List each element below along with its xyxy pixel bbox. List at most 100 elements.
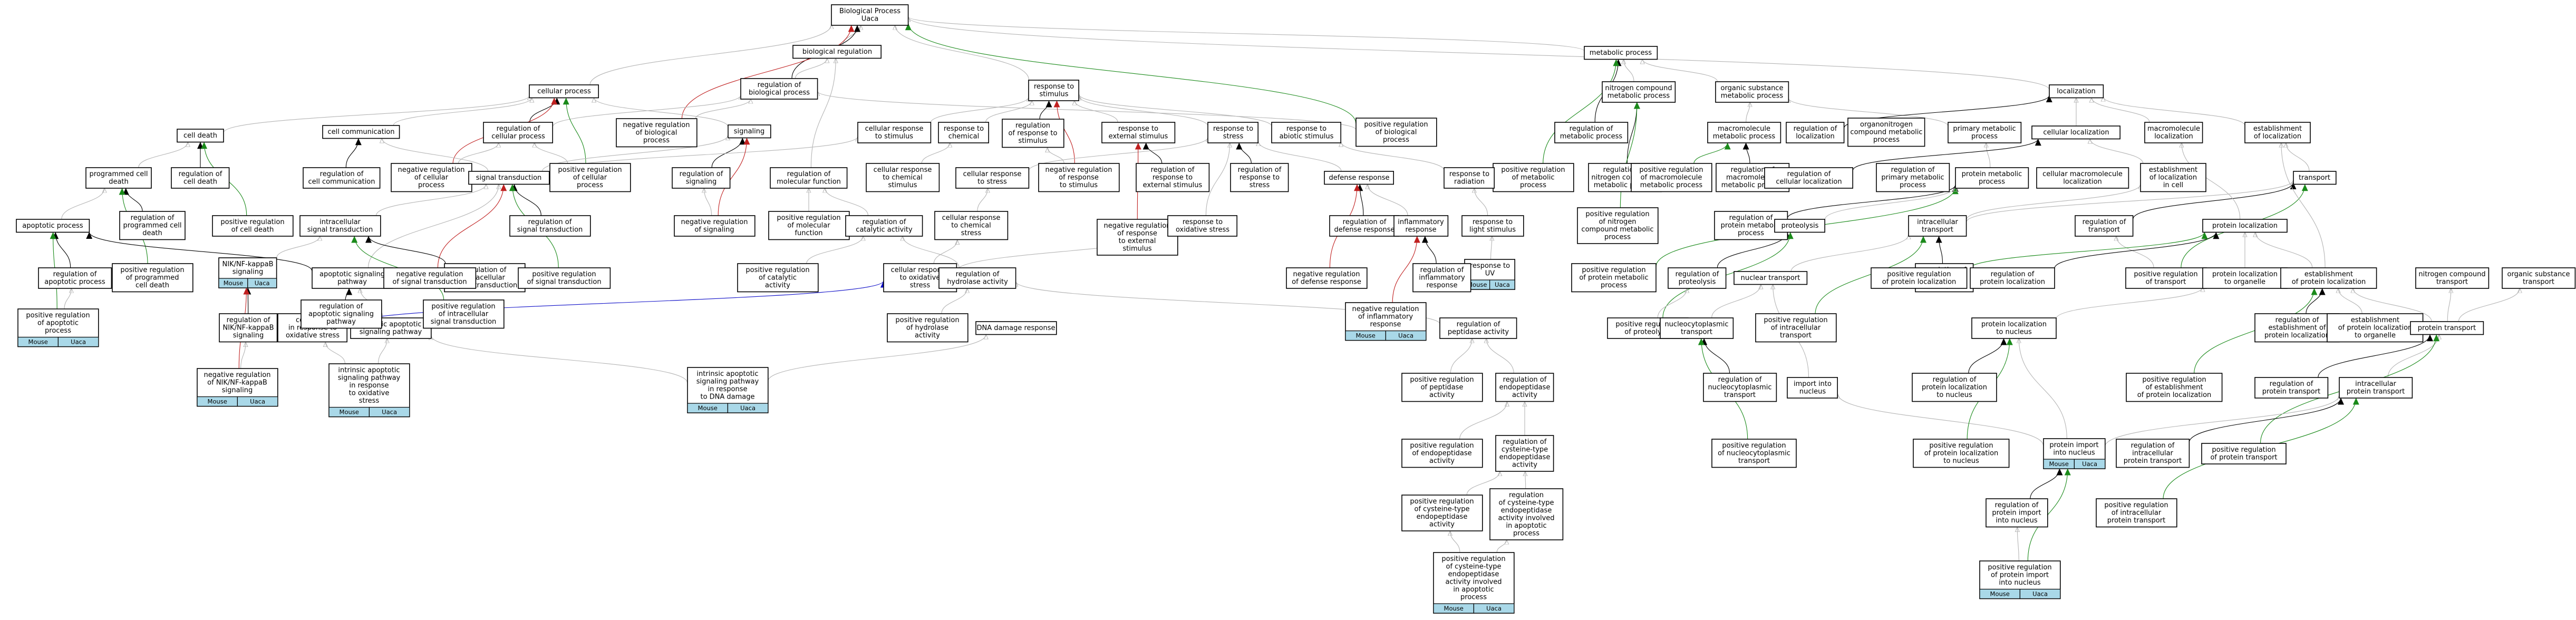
- go-term-localization[interactable]: localization: [2049, 84, 2104, 99]
- annotation-tag-uaca[interactable]: Uaca: [247, 278, 277, 288]
- go-term-defense-response[interactable]: defense response: [1324, 171, 1394, 185]
- annotation-tag-uaca[interactable]: Uaca: [369, 406, 410, 418]
- annotation-tag-mouse[interactable]: Mouse: [218, 278, 248, 288]
- annotation-tag-uaca[interactable]: Uaca: [727, 403, 769, 413]
- go-term-cell-communication[interactable]: cell communication: [322, 125, 400, 139]
- go-term-cellular-process[interactable]: cellular process: [529, 84, 599, 99]
- go-term-cell-death[interactable]: cell death: [177, 129, 224, 143]
- go-term-protein-localization[interactable]: protein localization: [2202, 219, 2288, 233]
- annotation-tag-uaca[interactable]: Uaca: [1473, 603, 1515, 614]
- annotation-tag-uaca[interactable]: Uaca: [57, 336, 99, 347]
- go-term-regulation-of-cysteine-type-endopeptidase-activity[interactable]: regulation ofcysteine-typeendopeptidasea…: [1495, 435, 1554, 472]
- annotation-tag-mouse[interactable]: Mouse: [687, 403, 729, 413]
- go-term-dna-damage-response[interactable]: DNA damage response: [975, 321, 1057, 335]
- annotation-tag-mouse[interactable]: Mouse: [328, 406, 370, 418]
- annotation-tag-mouse[interactable]: Mouse: [197, 396, 238, 407]
- annotation-tag-uaca[interactable]: Uaca: [237, 396, 278, 407]
- go-term-proteolysis[interactable]: proteolysis: [1774, 219, 1825, 233]
- go-term-biological-regulation[interactable]: biological regulation: [792, 45, 882, 59]
- annotation-tag-uaca[interactable]: Uaca: [1385, 330, 1427, 341]
- go-term-metabolic-process[interactable]: metabolic process: [1584, 46, 1658, 60]
- go-term-protein-transport[interactable]: protein transport: [2410, 321, 2484, 335]
